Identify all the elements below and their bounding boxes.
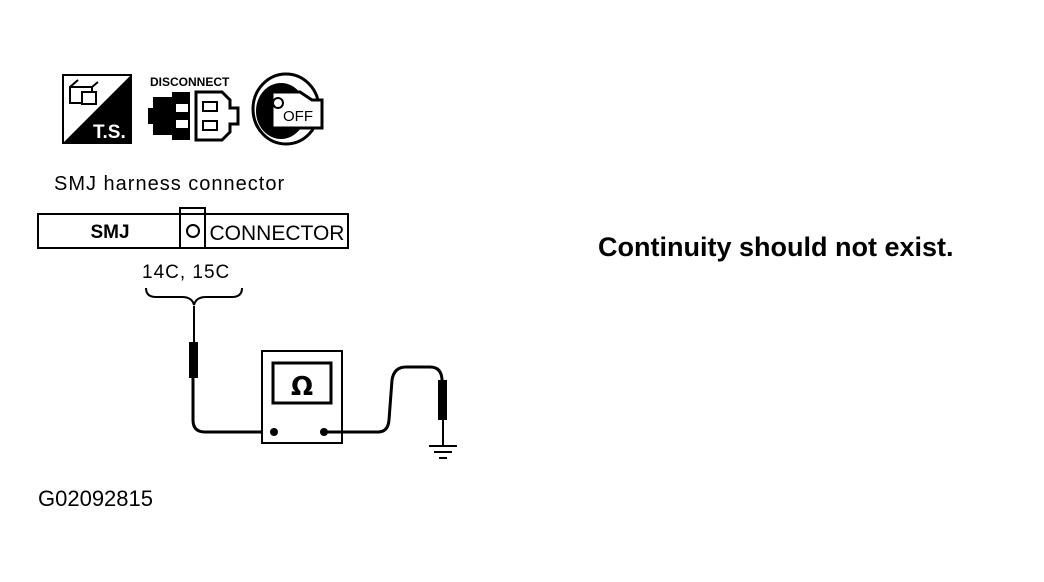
ohm-symbol: Ω xyxy=(291,372,313,402)
ignition-key-off-icon: OFF xyxy=(251,72,324,146)
ohmmeter-icon: Ω xyxy=(261,350,343,444)
connector-name: SMJ xyxy=(90,222,129,243)
connector-disconnect-icon: DISCONNECT xyxy=(148,75,240,142)
tool-box-icon: T.S. xyxy=(62,74,132,144)
left-probe xyxy=(189,306,272,434)
connector-box: SMJ CONNECTOR xyxy=(37,207,349,249)
pin-bracket xyxy=(145,287,243,306)
figure-id: G02092815 xyxy=(38,486,153,511)
ignition-label: OFF xyxy=(283,108,313,125)
disconnect-label: DISCONNECT xyxy=(150,75,230,89)
ground-icon xyxy=(429,445,457,459)
ts-label: T.S. xyxy=(93,122,126,143)
connector-type-label: CONNECTOR xyxy=(210,222,345,245)
connector-female-symbol xyxy=(186,224,200,238)
connector-caption: SMJ harness connector xyxy=(54,173,286,195)
result-text: Continuity should not exist. xyxy=(598,232,954,262)
pin-label: 14C, 15C xyxy=(142,262,231,283)
right-probe xyxy=(324,365,447,446)
